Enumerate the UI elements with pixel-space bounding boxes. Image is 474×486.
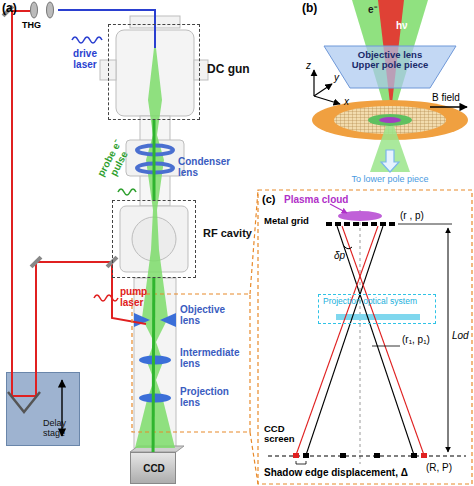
edge-marker (293, 453, 299, 458)
edge-marker (374, 453, 380, 458)
distance-label: Lod (452, 330, 469, 341)
axis-label: x (344, 96, 349, 107)
deflected-ray (296, 226, 378, 455)
projection-optics-bar (336, 314, 420, 320)
projection-lens (139, 394, 171, 403)
direction-label: To lower pole piece (330, 175, 450, 185)
laser-beam (12, 372, 36, 396)
plasma-spot (379, 117, 401, 123)
beam-connector (153, 120, 156, 200)
beam-connector (152, 278, 156, 452)
mirror (30, 256, 43, 269)
grid-label: Metal grid (264, 216, 309, 226)
projection-system-box: Projection optical system (318, 294, 436, 324)
intermediate-lens (139, 356, 171, 365)
condenser-lens-ring (137, 164, 173, 173)
thg-crystal (31, 2, 38, 18)
photon-label: hν (396, 20, 408, 31)
beam-spot (368, 114, 412, 126)
dashed-region-box: RF cavity (112, 200, 196, 278)
dashed-region-box: DC gun (108, 24, 200, 120)
lens-label: Intermediate lens (180, 347, 246, 369)
pulse-label: probe e⁻ pulse (91, 131, 137, 191)
laser-label: drive laser (64, 48, 106, 70)
edge-marker (411, 453, 417, 458)
probe-wave (118, 189, 136, 195)
electron-cone (370, 126, 410, 172)
displacement-bracket (296, 461, 306, 464)
edge-marker (340, 453, 346, 458)
node-text: CCD (131, 463, 177, 474)
panel-label: (c) (262, 193, 275, 205)
pole-piece-shape (324, 46, 456, 88)
drive-laser-beam (58, 10, 155, 48)
lens-label: Objective lens (180, 304, 234, 326)
field-label: B field (432, 92, 460, 103)
edge-marker (303, 453, 309, 458)
objective-lens-piece (134, 313, 150, 327)
condenser-lens-ring (137, 146, 173, 155)
axis (314, 96, 340, 104)
angle-arc (344, 246, 352, 249)
field-arrow (430, 106, 467, 107)
optical-axis (360, 210, 361, 464)
motion-arrow (61, 380, 62, 436)
axis-label: y (334, 72, 339, 83)
particle-label: e⁻ (368, 4, 377, 15)
reference-line (372, 346, 400, 347)
grid-bars (326, 222, 397, 226)
side-port (194, 60, 208, 80)
ccd-camera-box: CCD (130, 452, 176, 484)
angle-label: δp (334, 250, 345, 261)
edge-marker (421, 453, 427, 458)
down-arrow (381, 150, 399, 172)
lens-label: Projection lens (180, 386, 240, 408)
panel-label: (a) (2, 2, 17, 15)
coordinate-label: (R, P) (426, 462, 452, 473)
zoom-box (132, 294, 250, 432)
node-text: Projection optical system (323, 297, 417, 306)
axis (314, 84, 332, 96)
distance-arrow (448, 228, 449, 452)
retroreflector (8, 392, 40, 412)
delay-stage-box: Delay stage (6, 372, 80, 446)
laser-wave (72, 37, 102, 43)
thg-crystal (47, 2, 54, 18)
laser-label: pump laser (120, 286, 156, 308)
plasma-cloud (338, 211, 382, 221)
coordinate-label: (r , p) (400, 210, 424, 221)
node-text: DC gun (207, 63, 250, 76)
axis (313, 70, 314, 96)
node-text: Delay stage (43, 419, 77, 439)
laser-beam (11, 12, 13, 396)
displacement-label: Shadow edge displacement, Δ (264, 467, 408, 478)
lens-label: Condenser lens (178, 156, 232, 178)
screen-label: CCD screen (264, 424, 300, 445)
electron-beam (135, 48, 175, 448)
laser-wave (94, 295, 118, 301)
node-text: Objective lens Upper pole piece (350, 50, 430, 71)
pointer-arrow (330, 204, 347, 213)
ray (306, 226, 383, 455)
component-label: THG (22, 21, 41, 31)
coordinate-label: (r₁, p₁) (402, 334, 430, 345)
plasma-label: Plasma cloud (284, 194, 348, 205)
objective-lens-piece (160, 313, 176, 327)
reference-line (398, 224, 452, 225)
objective-lens-shape: Objective lens Upper pole piece (322, 44, 458, 90)
panel-label: (b) (302, 2, 317, 15)
panel-frame (258, 190, 472, 484)
node-text: RF cavity (203, 227, 252, 239)
axis-label: z (306, 60, 311, 71)
